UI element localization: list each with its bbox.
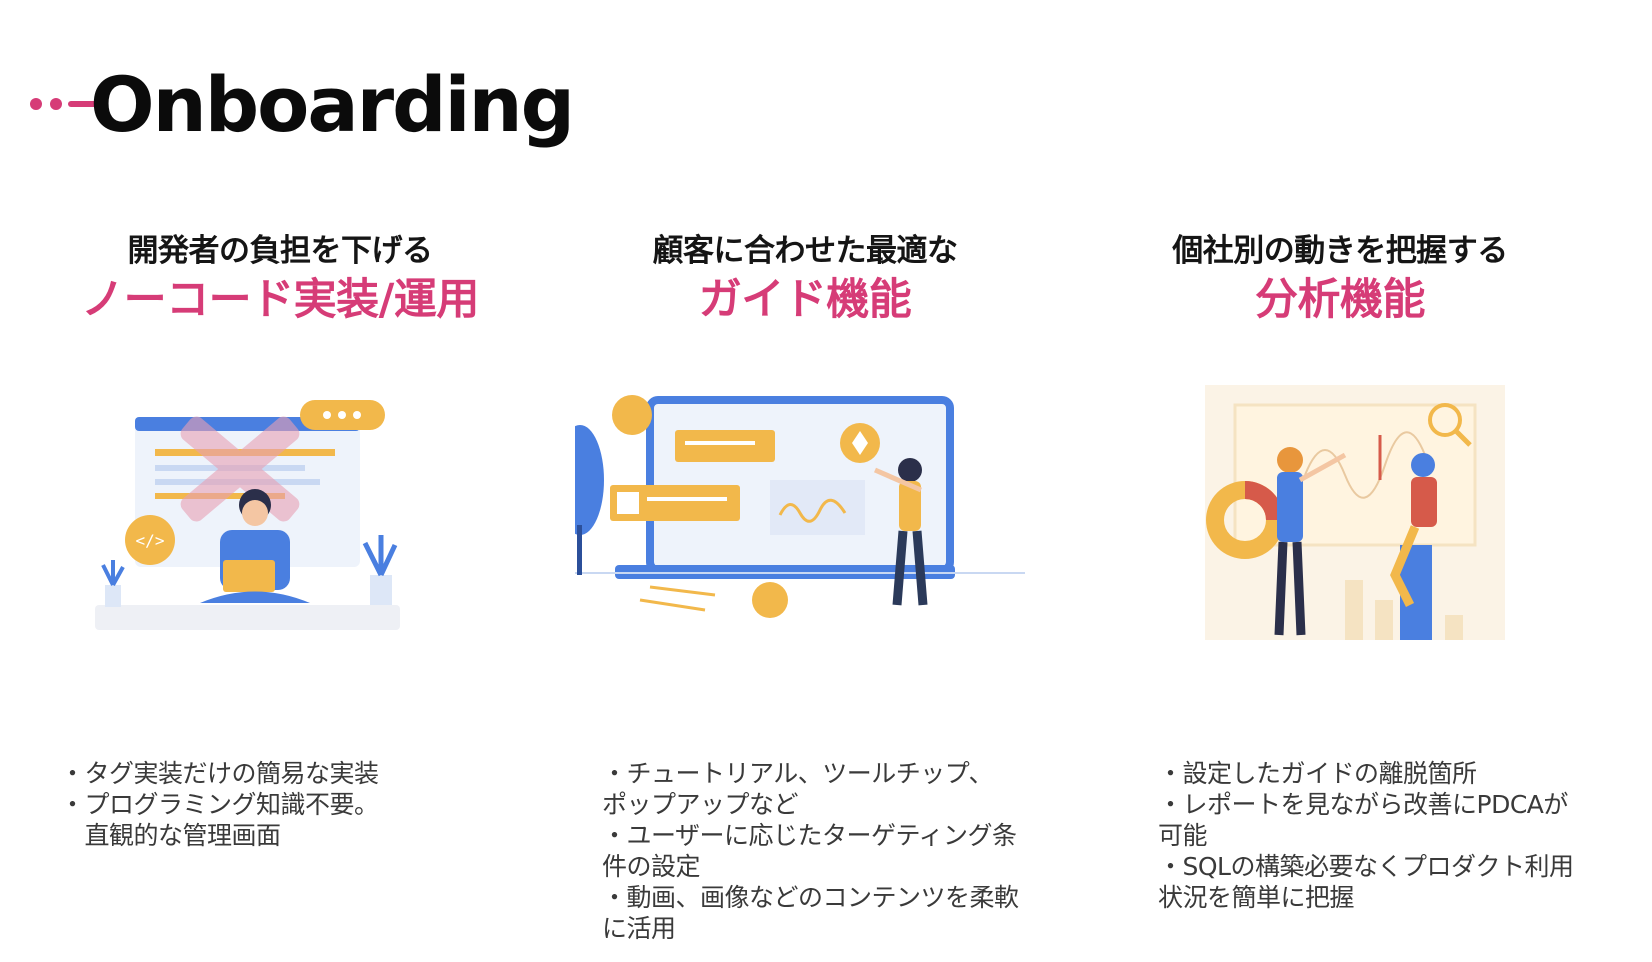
bullet-item: 可能 — [1158, 821, 1208, 850]
developer-no-code-illustration: </> — [95, 400, 400, 630]
feature-subheading: 顧客に合わせた最適な — [652, 233, 959, 269]
bullet-item: ・SQLの構築必要なくプロダクト利用 — [1158, 852, 1574, 881]
bullet-item: ・プログラミング知識不要。 — [60, 790, 379, 819]
bullet-item: ・動画、画像などのコンテンツを柔軟 — [602, 883, 1019, 912]
feature-bullets-guide: ・チュートリアル、ツールチップ、 ポップアップなど ・ユーザーに応じたターゲティ… — [602, 758, 1052, 944]
bullet-item: 件の設定 — [602, 852, 701, 881]
bullet-item: に活用 — [602, 914, 676, 943]
feature-column-analytics: 個社別の動きを把握する 分析機能 — [1080, 230, 1600, 328]
bullet-item: ・ユーザーに応じたターゲティング条 — [602, 821, 1017, 850]
analytics-illustration — [1205, 385, 1505, 640]
feature-headline: 分析機能 — [1255, 275, 1426, 325]
guide-tooltip-illustration — [575, 395, 1025, 618]
feature-subheading: 個社別の動きを把握する — [1172, 233, 1508, 269]
logo-text: Onboarding — [90, 60, 575, 149]
logo-dots-icon — [30, 98, 98, 110]
feature-headline: ノーコード実装/運用 — [81, 275, 479, 325]
bullet-item: ・レポートを見ながら改善にPDCAが — [1158, 790, 1568, 819]
bullet-item: ・チュートリアル、ツールチップ、 — [602, 759, 994, 788]
bullet-item: ・タグ実装だけの簡易な実装 — [60, 759, 379, 788]
onboarding-logo: Onboarding — [28, 60, 575, 150]
feature-column-no-code: 開発者の負担を下げる ノーコード実装/運用 — [20, 230, 540, 328]
bullet-item: ポップアップなど — [602, 790, 799, 819]
feature-headline: ガイド機能 — [698, 275, 912, 325]
bullet-item: ・設定したガイドの離脱箇所 — [1158, 759, 1477, 788]
feature-subheading: 開発者の負担を下げる — [127, 233, 434, 269]
svg-text:</>: </> — [136, 531, 165, 550]
feature-bullets-no-code: ・タグ実装だけの簡易な実装 ・プログラミング知識不要。 直観的な管理画面 — [60, 758, 460, 851]
bullet-item: 直観的な管理画面 — [60, 821, 282, 850]
feature-bullets-analytics: ・設定したガイドの離脱箇所 ・レポートを見ながら改善にPDCAが 可能 ・SQL… — [1158, 758, 1598, 913]
feature-column-guide: 顧客に合わせた最適な ガイド機能 — [545, 230, 1065, 328]
bullet-item: 状況を簡単に把握 — [1158, 883, 1355, 912]
